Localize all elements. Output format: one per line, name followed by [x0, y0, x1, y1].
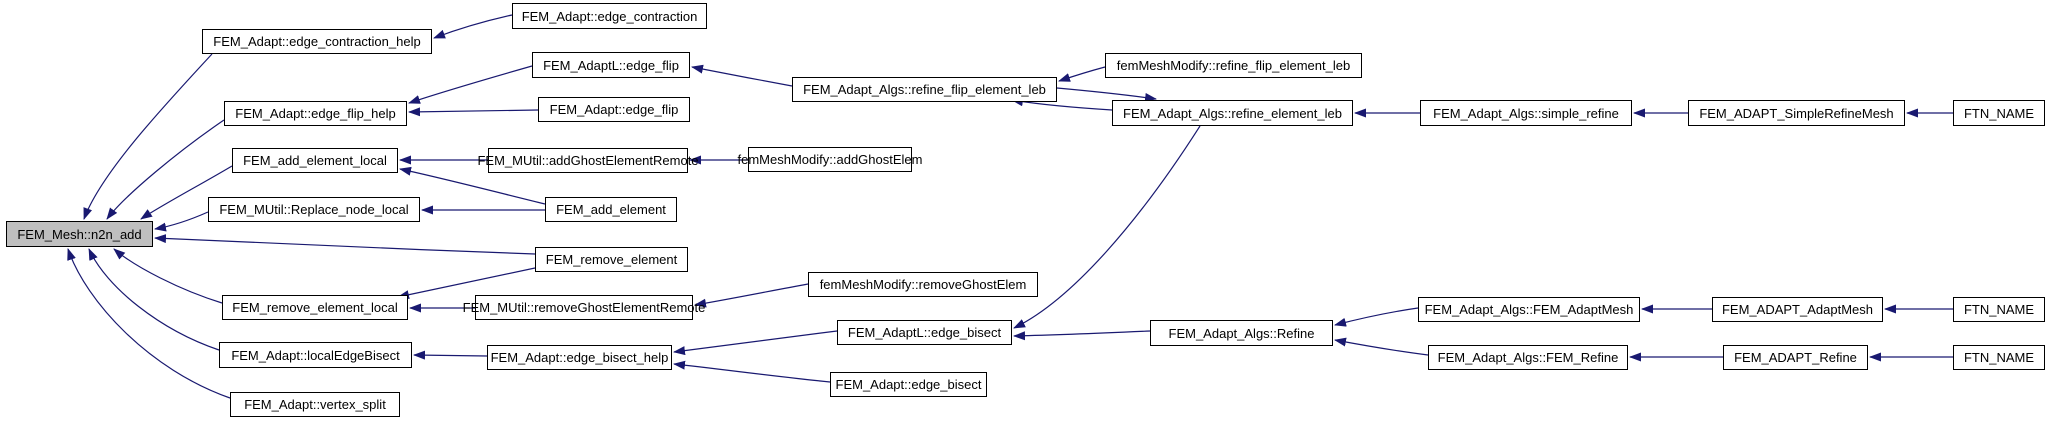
node-local-edge-bisect[interactable]: FEM_Adapt::localEdgeBisect	[219, 342, 412, 368]
node-adapt-edge-bisect[interactable]: FEM_Adapt::edge_bisect	[830, 372, 987, 397]
edge-add-element-local-to-n2n-add	[140, 165, 233, 220]
edge-remove-element-to-remove-element-local	[397, 267, 536, 300]
node-adaptl-edge-bisect[interactable]: FEM_AdaptL::edge_bisect	[837, 320, 1012, 345]
node-simple-refine[interactable]: FEM_Adapt_Algs::simple_refine	[1420, 100, 1632, 126]
node-ftn-name-1[interactable]: FTN_NAME	[1953, 100, 2045, 126]
node-adapt-simple-refine-mesh[interactable]: FEM_ADAPT_SimpleRefineMesh	[1688, 100, 1905, 126]
node-adapt-edge-flip[interactable]: FEM_Adapt::edge_flip	[538, 97, 690, 122]
node-remove-ghost-elem[interactable]: femMeshModify::removeGhostElem	[808, 272, 1038, 297]
edge-remove-element-local-to-n2n-add	[113, 248, 223, 304]
node-femmeshmodify-refine-flip[interactable]: femMeshModify::refine_flip_element_leb	[1105, 53, 1362, 78]
node-edge-contraction-help[interactable]: FEM_Adapt::edge_contraction_help	[202, 29, 432, 54]
node-fem-refine[interactable]: FEM_Adapt_Algs::FEM_Refine	[1428, 345, 1628, 370]
node-add-ghost-elem[interactable]: femMeshModify::addGhostElem	[738, 147, 922, 172]
node-add-element-local[interactable]: FEM_add_element_local	[232, 148, 398, 173]
node-remove-ghost-element-remote[interactable]: FEM_MUtil::removeGhostElementRemote	[463, 295, 705, 320]
edge-replace-node-local-to-n2n-add	[154, 211, 209, 232]
node-remove-element[interactable]: FEM_remove_element	[535, 247, 688, 272]
node-adaptl-edge-flip[interactable]: FEM_AdaptL::edge_flip	[532, 52, 690, 78]
node-add-element[interactable]: FEM_add_element	[545, 197, 677, 222]
node-remove-element-local[interactable]: FEM_remove_element_local	[222, 295, 408, 320]
node-n2n-add[interactable]: FEM_Mesh::n2n_add	[6, 221, 153, 247]
edge-adaptl-edge-bisect-to-edge-bisect-help	[673, 330, 838, 356]
edge-vertex-split-to-n2n-add	[67, 248, 231, 399]
edge-remove-ghost-elem-to-remove-ghost-element-remote	[694, 283, 809, 308]
node-refine[interactable]: FEM_Adapt_Algs::Refine	[1150, 320, 1333, 346]
node-add-ghost-element-remote[interactable]: FEM_MUtil::addGhostElementRemote	[477, 148, 699, 173]
node-ftn-name-3[interactable]: FTN_NAME	[1953, 345, 2045, 370]
edge-femmeshmodify-refine-flip-to-refine-flip-element-leb	[1058, 66, 1106, 82]
node-replace-node-local[interactable]: FEM_MUtil::Replace_node_local	[208, 197, 420, 222]
node-edge-bisect-help[interactable]: FEM_Adapt::edge_bisect_help	[487, 345, 672, 370]
edge-local-edge-bisect-to-n2n-add	[88, 248, 220, 351]
node-fem-adaptmesh[interactable]: FEM_Adapt_Algs::FEM_AdaptMesh	[1418, 297, 1640, 322]
edge-fem-adaptmesh-to-refine	[1334, 307, 1419, 327]
node-adapt-refine[interactable]: FEM_ADAPT_Refine	[1723, 345, 1868, 370]
edge-adapt-edge-flip-to-edge-flip-help	[408, 107, 539, 117]
edge-remove-element-to-n2n-add	[154, 234, 536, 255]
edge-refine-to-adaptl-edge-bisect	[1013, 330, 1151, 341]
edge-edge-flip-help-to-n2n-add	[106, 119, 225, 220]
edge-adaptl-edge-flip-to-edge-flip-help	[408, 65, 533, 104]
edge-refine-element-leb-to-adaptl-edge-bisect	[1013, 125, 1201, 329]
edge-edge-bisect-help-to-local-edge-bisect	[413, 350, 488, 360]
node-refine-flip-element-leb[interactable]: FEM_Adapt_Algs::refine_flip_element_leb	[792, 77, 1057, 102]
node-edge-flip-help[interactable]: FEM_Adapt::edge_flip_help	[224, 101, 407, 126]
node-ftn-name-2[interactable]: FTN_NAME	[1953, 297, 2045, 322]
edge-refine-flip-element-leb-to-refine-element-leb	[1056, 87, 1157, 102]
edge-edge-contraction-to-edge-contraction-help	[433, 14, 513, 39]
edge-refine-flip-element-leb-to-adaptl-edge-flip	[691, 64, 793, 87]
edge-adapt-edge-bisect-to-edge-bisect-help	[673, 360, 831, 383]
node-adapt-adaptmesh[interactable]: FEM_ADAPT_AdaptMesh	[1712, 297, 1883, 322]
node-refine-element-leb[interactable]: FEM_Adapt_Algs::refine_element_leb	[1112, 100, 1353, 126]
node-edge-contraction[interactable]: FEM_Adapt::edge_contraction	[512, 3, 707, 29]
edge-edge-contraction-help-to-n2n-add	[83, 53, 213, 220]
edge-add-element-to-add-element-local	[399, 166, 546, 205]
node-vertex-split[interactable]: FEM_Adapt::vertex_split	[230, 392, 400, 417]
edge-fem-refine-to-refine	[1334, 337, 1429, 356]
